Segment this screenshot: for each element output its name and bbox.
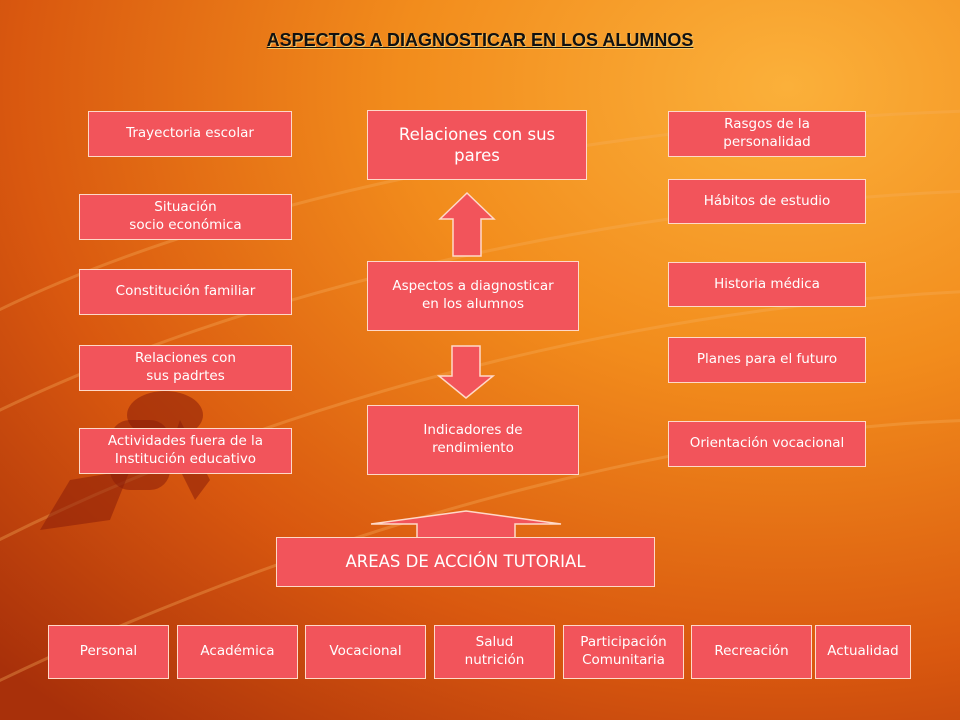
box-historia-medica: Historia médica [668,262,866,307]
wide-up-arrow-icon [370,510,562,539]
box-aspectos-diagnosticar: Aspectos a diagnosticar en los alumnos [367,261,579,331]
box-trayectoria-escolar: Trayectoria escolar [88,111,292,157]
box-areas-accion-tutorial: AREAS DE ACCIÓN TUTORIAL [276,537,655,587]
area-participacion-comunitaria: Participación Comunitaria [563,625,684,679]
box-situacion-socio-economica: Situación socio económica [79,194,292,240]
box-relaciones-padres: Relaciones con sus padrtes [79,345,292,391]
box-constitucion-familiar: Constitución familiar [79,269,292,315]
area-vocacional: Vocacional [305,625,426,679]
area-personal: Personal [48,625,169,679]
area-actualidad: Actualidad [815,625,911,679]
box-habitos-estudio: Hábitos de estudio [668,179,866,224]
box-relaciones-pares: Relaciones con sus pares [367,110,587,180]
box-actividades-fuera: Actividades fuera de la Institución educ… [79,428,292,474]
down-arrow-icon [437,345,495,399]
area-recreacion: Recreación [691,625,812,679]
box-orientacion-vocacional: Orientación vocacional [668,421,866,467]
area-salud-nutricion: Salud nutrición [434,625,555,679]
area-academica: Académica [177,625,298,679]
box-rasgos-personalidad: Rasgos de la personalidad [668,111,866,157]
up-arrow-icon [438,191,496,257]
page-title: ASPECTOS A DIAGNOSTICAR EN LOS ALUMNOS [266,30,694,50]
box-indicadores-rendimiento: Indicadores de rendimiento [367,405,579,475]
box-planes-futuro: Planes para el futuro [668,337,866,383]
